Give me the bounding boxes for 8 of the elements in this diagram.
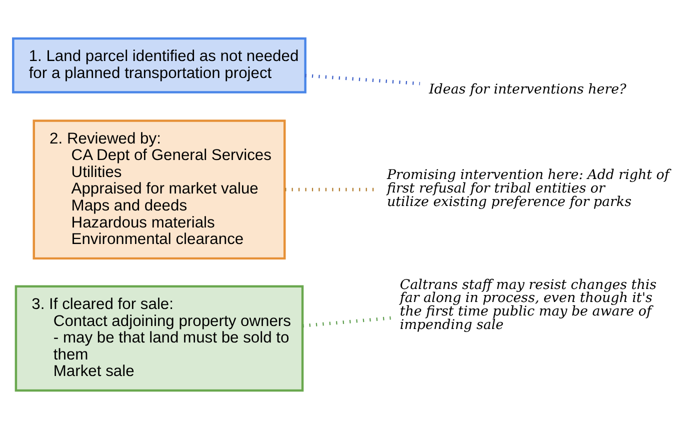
node-box: 2. Reviewed by: CA Dept of General Services Utilities Appraised for market value Maps and deeds Hazardous materials Environmental clearance (32, 119, 286, 260)
node-text: Caltrans staff may resist changes this far along in process, even though it's the first time public may be aware of impending sale (400, 277, 657, 333)
node-text: Promising intervention here: Add right of first refusal for tribal entities or utilize existing preference for parks (387, 168, 670, 210)
connector (305, 73, 420, 85)
node-box: 3. If cleared for sale: Contact adjoining property owners - may be that land must be sold to them Market sale (14, 284, 304, 392)
node-text: Ideas for interventions here? (429, 82, 626, 97)
connector (302, 316, 391, 327)
node-box: 1. Land parcel identified as not needed for a planned transportation project (12, 36, 306, 93)
